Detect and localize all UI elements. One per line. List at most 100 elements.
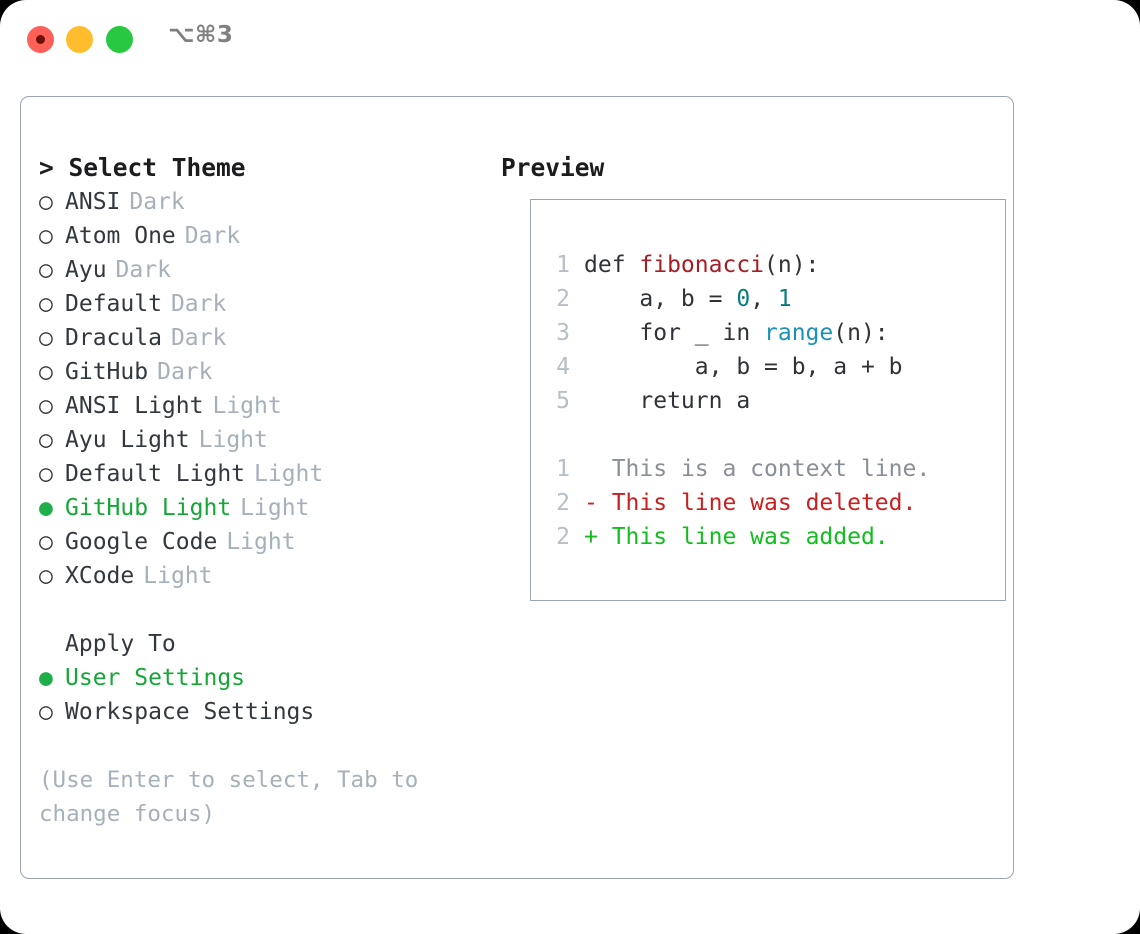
theme-option-variant: Dark <box>170 325 227 351</box>
theme-option-default[interactable]: ○ Default Dark <box>39 287 479 321</box>
theme-option-name: Ayu <box>65 257 107 283</box>
line-number: 1 <box>556 456 570 482</box>
code-token-plain: (n): <box>764 252 820 278</box>
radio-unselected-icon: ○ <box>39 359 53 385</box>
theme-option-variant: Light <box>226 529 296 555</box>
minimize-window-button[interactable] <box>66 26 93 53</box>
apply-to-label: Apply To <box>65 631 176 657</box>
radio-unselected-icon: ○ <box>39 393 53 419</box>
code-line: 1 def fibonacci(n): <box>546 248 1001 282</box>
diff-marker: + <box>584 524 612 550</box>
keyboard-hint-text: (Use Enter to select, Tab to change focu… <box>39 767 432 827</box>
diff-line-add: 2 + This line was added. <box>546 520 1001 554</box>
code-token-num: 0 <box>736 286 751 312</box>
code-line-text: a, b = b, a + b <box>584 350 903 384</box>
apply-to-option-user-settings[interactable]: ●User Settings <box>39 661 479 695</box>
code-line-text: a, b = 0, 1 <box>584 282 792 316</box>
theme-option-dracula[interactable]: ○ Dracula Dark <box>39 321 479 355</box>
radio-unselected-icon: ○ <box>39 257 53 283</box>
close-window-button[interactable] <box>27 26 54 53</box>
theme-option-google-code[interactable]: ○ Google Code Light <box>39 525 479 559</box>
radio-selected-icon: ● <box>39 495 53 521</box>
theme-option-variant: Dark <box>184 223 241 249</box>
diff-line-del: 2- This line was deleted. <box>546 486 1001 520</box>
apply-to-options-list[interactable]: ●User Settings○Workspace Settings <box>39 661 479 729</box>
diff-line-text: This line was added. <box>611 524 889 550</box>
radio-unselected-icon: ○ <box>39 699 53 725</box>
line-number: 4 <box>556 354 570 380</box>
radio-unselected-icon: ○ <box>39 325 53 351</box>
theme-option-name: Ayu Light <box>65 427 190 453</box>
code-line-text: return a <box>584 384 750 418</box>
code-token-plain: def <box>584 252 640 278</box>
code-token-plain: , <box>750 286 778 312</box>
radio-unselected-icon: ○ <box>39 529 53 555</box>
line-number: 3 <box>556 320 570 346</box>
theme-option-name: Atom One <box>65 223 176 249</box>
theme-option-name: Default <box>65 291 162 317</box>
radio-selected-icon: ● <box>39 665 53 691</box>
code-token-plain: (n): <box>833 320 889 346</box>
theme-option-name: GitHub <box>65 359 149 385</box>
code-token-plain: a, b = b, a + b <box>584 354 903 380</box>
line-number: 5 <box>556 388 570 414</box>
diff-line-ctx: 1 This is a context line. <box>546 452 1001 486</box>
theme-option-name: Default Light <box>65 461 246 487</box>
code-token-plain: a, b = <box>584 286 737 312</box>
keyboard-shortcut-label: ⌥⌘3 <box>168 22 234 48</box>
theme-option-name: ANSI Light <box>65 393 204 419</box>
theme-option-variant: Light <box>198 427 268 453</box>
radio-unselected-icon: ○ <box>39 291 53 317</box>
code-line: 3 for _ in range(n): <box>546 316 1001 350</box>
radio-unselected-icon: ○ <box>39 427 53 453</box>
line-number: 2 <box>556 524 570 550</box>
line-number: 1 <box>556 252 570 278</box>
theme-option-variant: Dark <box>115 257 171 283</box>
theme-option-name: ANSI <box>65 189 121 215</box>
code-line: 4 a, b = b, a + b <box>546 350 1001 384</box>
code-line-text: for _ in range(n): <box>584 316 889 350</box>
theme-option-atom-one[interactable]: ○ Atom One Dark <box>39 219 479 253</box>
window-titlebar: ⌥⌘3 <box>0 0 1140 78</box>
theme-option-github[interactable]: ○ GitHub Dark <box>39 355 479 389</box>
diff-line-text: This line was deleted. <box>611 490 917 516</box>
code-token-func: fibonacci <box>639 252 765 278</box>
apply-to-option-workspace-settings[interactable]: ○Workspace Settings <box>39 695 479 729</box>
radio-unselected-icon: ○ <box>39 223 53 249</box>
diff-line-text: This is a context line. <box>611 456 931 482</box>
code-token-plain: for _ in <box>584 320 765 346</box>
theme-option-variant: Dark <box>170 291 227 317</box>
theme-option-variant: Dark <box>157 359 213 385</box>
theme-option-ayu[interactable]: ○ Ayu Dark <box>39 253 479 287</box>
list-spacer <box>39 593 479 627</box>
code-token-num: 1 <box>777 286 792 312</box>
preview-heading: Preview <box>501 153 605 182</box>
theme-option-variant: Dark <box>129 189 185 215</box>
theme-option-name: Dracula <box>65 325 162 351</box>
code-line-text: def fibonacci(n): <box>584 248 819 282</box>
theme-option-name: Google Code <box>65 529 218 555</box>
radio-unselected-icon: ○ <box>39 563 53 589</box>
code-line: 2 a, b = 0, 1 <box>546 282 1001 316</box>
code-diff-gap <box>546 418 1001 452</box>
maximize-window-button[interactable] <box>106 26 133 53</box>
theme-option-variant: Light <box>254 461 324 487</box>
diff-preview-block: 1 This is a context line.2- This line wa… <box>546 452 1001 554</box>
theme-option-name: GitHub Light <box>65 495 232 521</box>
diff-marker: - <box>584 490 612 516</box>
code-token-plain: return a <box>584 388 751 414</box>
theme-option-ayu-light[interactable]: ○ Ayu Light Light <box>39 423 479 457</box>
